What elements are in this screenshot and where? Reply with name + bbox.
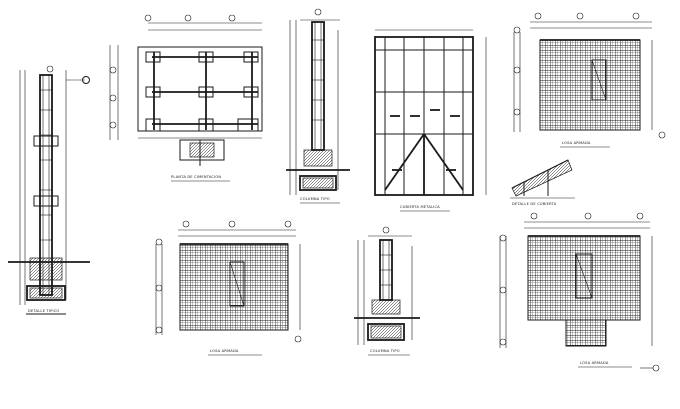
label-column-mid: COLUMNA TIPO — [370, 349, 400, 353]
slab-plan-3: LOSA ARMADA — [499, 212, 653, 368]
foundation-plan: PLANTA DE CIMENTACION — [109, 14, 263, 182]
label-foundation-plan: PLANTA DE CIMENTACION — [171, 175, 221, 179]
column-elevation-mid: COLUMNA TIPO — [354, 226, 420, 356]
metal-roof-plan: CUBIERTA METALICA — [374, 29, 487, 212]
label-slab-1: LOSA ARMADA — [562, 141, 591, 145]
roof-purlin-marks — [390, 109, 460, 171]
column-elevation-top: COLUMNA TIPO — [286, 8, 350, 204]
footing-pads — [145, 51, 259, 132]
label-column-top: COLUMNA TIPO — [300, 197, 330, 201]
column-elevation-left: DETALLE TIPICO — [8, 65, 90, 315]
label-slab-3: LOSA ARMADA — [580, 361, 609, 365]
slab-plan-1: LOSA ARMADA — [513, 12, 653, 148]
label-slab-2: LOSA ARMADA — [210, 349, 239, 353]
roof-detail: DETALLE DE CUBIERTA — [510, 159, 575, 206]
column-stirrups-left — [40, 89, 52, 241]
slab-plan-2: LOSA ARMADA — [155, 220, 301, 356]
label-column-left: DETALLE TIPICO — [28, 309, 59, 313]
section-marks — [294, 131, 666, 372]
label-roof: CUBIERTA METALICA — [400, 205, 440, 209]
label-roof-detail: DETALLE DE CUBIERTA — [512, 202, 557, 206]
